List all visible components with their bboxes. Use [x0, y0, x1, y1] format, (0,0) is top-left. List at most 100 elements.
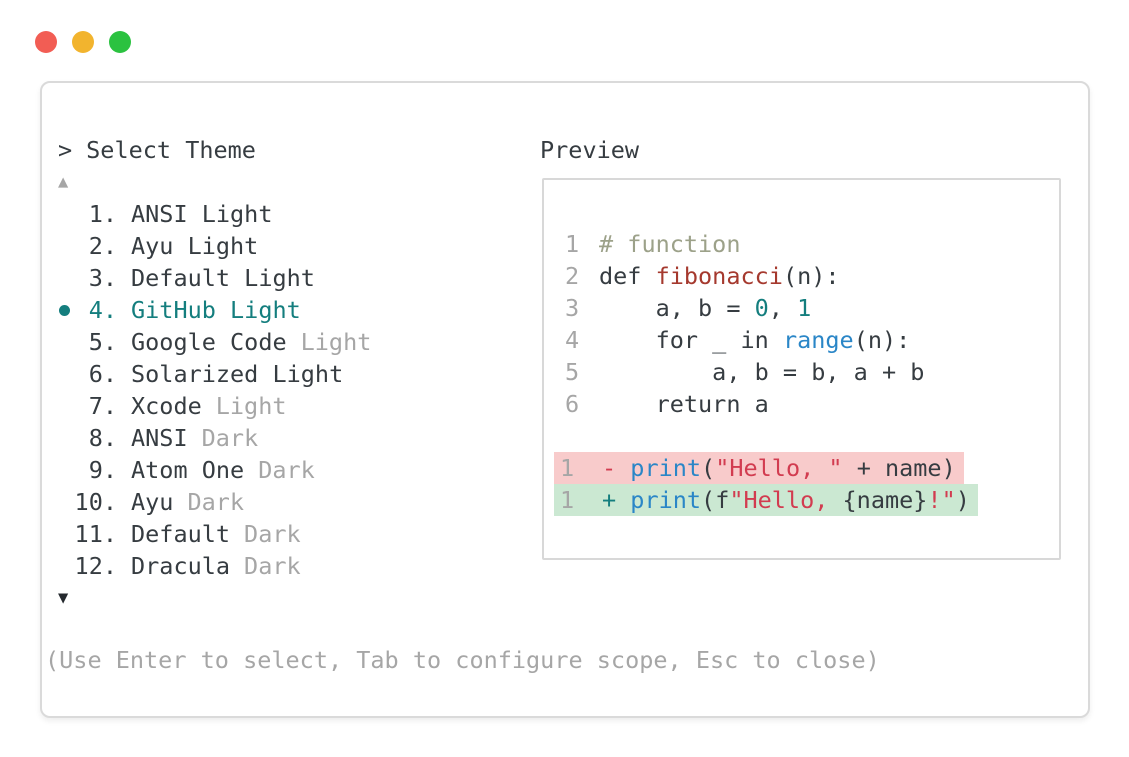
code-token: +	[602, 486, 631, 514]
line-number: 5	[565, 358, 580, 386]
code-token: range	[782, 326, 854, 354]
line-number: 1	[560, 454, 575, 482]
theme-item-name: Dracula	[131, 552, 231, 580]
code-token: 0	[754, 294, 769, 322]
diff-block: 1- print("Hello, " + name)1+ print(f"Hel…	[554, 452, 1059, 516]
code-token: {name}	[842, 486, 928, 514]
theme-item-ayu-dark[interactable]: 10. Ayu Dark	[42, 486, 542, 518]
diff-highlight: 1 + print(f"Hello, {name}!")	[554, 484, 978, 516]
theme-item-number: 4.	[88, 296, 117, 324]
theme-item-number: 5.	[88, 328, 117, 356]
theme-item-xcode-light[interactable]: 7. Xcode Light	[42, 390, 542, 422]
code-token: -	[602, 454, 631, 482]
theme-item-name: Solarized Light	[131, 360, 344, 388]
code-token: (	[701, 454, 716, 482]
code-line-5: 5 a, b = b, a + b	[565, 356, 1059, 388]
theme-item-number: 10.	[74, 488, 117, 516]
code-token: print	[630, 486, 702, 514]
line-number: 3	[565, 294, 580, 322]
scroll-down-indicator[interactable]: ▼	[58, 588, 69, 608]
theme-item-name: Google Code	[131, 328, 287, 356]
line-number: 1	[560, 486, 575, 514]
code-token: (n):	[853, 326, 911, 354]
window-controls	[35, 31, 131, 53]
theme-item-variant: Light	[215, 392, 287, 420]
close-button[interactable]	[35, 31, 57, 53]
zoom-button[interactable]	[109, 31, 131, 53]
scroll-up-indicator[interactable]: ▲	[58, 172, 69, 192]
theme-item-name: ANSI	[131, 424, 188, 452]
code-line-1: 1 # function	[565, 228, 1059, 260]
theme-item-default-light[interactable]: 3. Default Light	[42, 262, 542, 294]
code-token: "Hello,	[729, 486, 843, 514]
theme-item-dracula-dark[interactable]: 12. Dracula Dark	[42, 550, 542, 582]
selection-marker	[54, 304, 74, 316]
code-line-4: 4 for _ in range(n):	[565, 324, 1059, 356]
theme-item-number: 8.	[88, 424, 117, 452]
footer-hint: (Use Enter to select, Tab to configure s…	[45, 646, 880, 674]
code-token: a, b = b, a + b	[599, 358, 925, 386]
code-token: (n):	[782, 262, 840, 290]
theme-item-name: GitHub Light	[131, 296, 301, 324]
theme-item-name: Ayu Light	[131, 232, 259, 260]
line-number: 6	[565, 390, 580, 418]
prompt-symbol: >	[58, 136, 73, 164]
code-token: print	[630, 454, 702, 482]
theme-item-number: 1.	[88, 200, 117, 228]
picker-title: Select Theme	[86, 136, 256, 164]
theme-item-solarized-light[interactable]: 6.Solarized Light	[42, 358, 542, 390]
code-token: # function	[599, 230, 741, 258]
theme-item-number: 9.	[88, 456, 117, 484]
theme-item-name: ANSI Light	[131, 200, 273, 228]
theme-item-google-code-light[interactable]: 5. Google Code Light	[42, 326, 542, 358]
theme-item-number: 2.	[88, 232, 117, 260]
theme-item-ansi-light[interactable]: 1. ANSI Light	[42, 198, 542, 230]
theme-item-github-light[interactable]: 4. GitHub Light	[42, 294, 542, 326]
code-token: "Hello, "	[715, 454, 843, 482]
theme-item-variant: Dark	[187, 488, 245, 516]
theme-item-variant: Dark	[244, 520, 301, 548]
code-token: def	[599, 262, 656, 290]
code-token: !"	[927, 486, 956, 514]
code-token: (f	[701, 486, 730, 514]
theme-item-number: 7.	[88, 392, 117, 420]
theme-item-atom-one-dark[interactable]: 9. Atom One Dark	[42, 454, 542, 486]
theme-item-number: 12.	[74, 552, 117, 580]
code-token: for _ in	[599, 326, 783, 354]
code-token: ,	[768, 294, 798, 322]
theme-item-ayu-light[interactable]: 2. Ayu Light	[42, 230, 542, 262]
theme-item-ansi-dark[interactable]: 8. ANSI Dark	[42, 422, 542, 454]
theme-item-variant: Dark	[258, 456, 315, 484]
theme-item-variant: Dark	[201, 424, 259, 452]
code-line-6: 6 return a	[565, 388, 1059, 420]
code-token: a, b =	[599, 294, 755, 322]
theme-item-number: 11.	[74, 520, 117, 548]
theme-item-number: 3.	[88, 264, 117, 292]
theme-item-name: Xcode	[131, 392, 202, 420]
code-token: return a	[599, 390, 769, 418]
theme-item-name: Default Light	[131, 264, 315, 292]
minimize-button[interactable]	[72, 31, 94, 53]
theme-item-variant: Light	[300, 328, 372, 356]
code-line-3: 3 a, b = 0, 1	[565, 292, 1059, 324]
code-token: 1	[797, 294, 812, 322]
selected-bullet-icon	[59, 304, 70, 316]
line-number: 4	[565, 326, 580, 354]
diff-highlight: 1- print("Hello, " + name)	[554, 452, 964, 484]
diff-removed-line: 1- print("Hello, " + name)	[554, 452, 1059, 484]
theme-item-name: Atom One	[131, 456, 245, 484]
theme-item-name: Ayu	[131, 488, 174, 516]
preview-label: Preview	[540, 136, 640, 164]
code-token: )	[955, 486, 970, 514]
line-number: 2	[565, 262, 580, 290]
line-number: 1	[565, 230, 580, 258]
prompt-row: > Select Theme	[42, 134, 542, 166]
theme-item-variant: Dark	[244, 552, 301, 580]
